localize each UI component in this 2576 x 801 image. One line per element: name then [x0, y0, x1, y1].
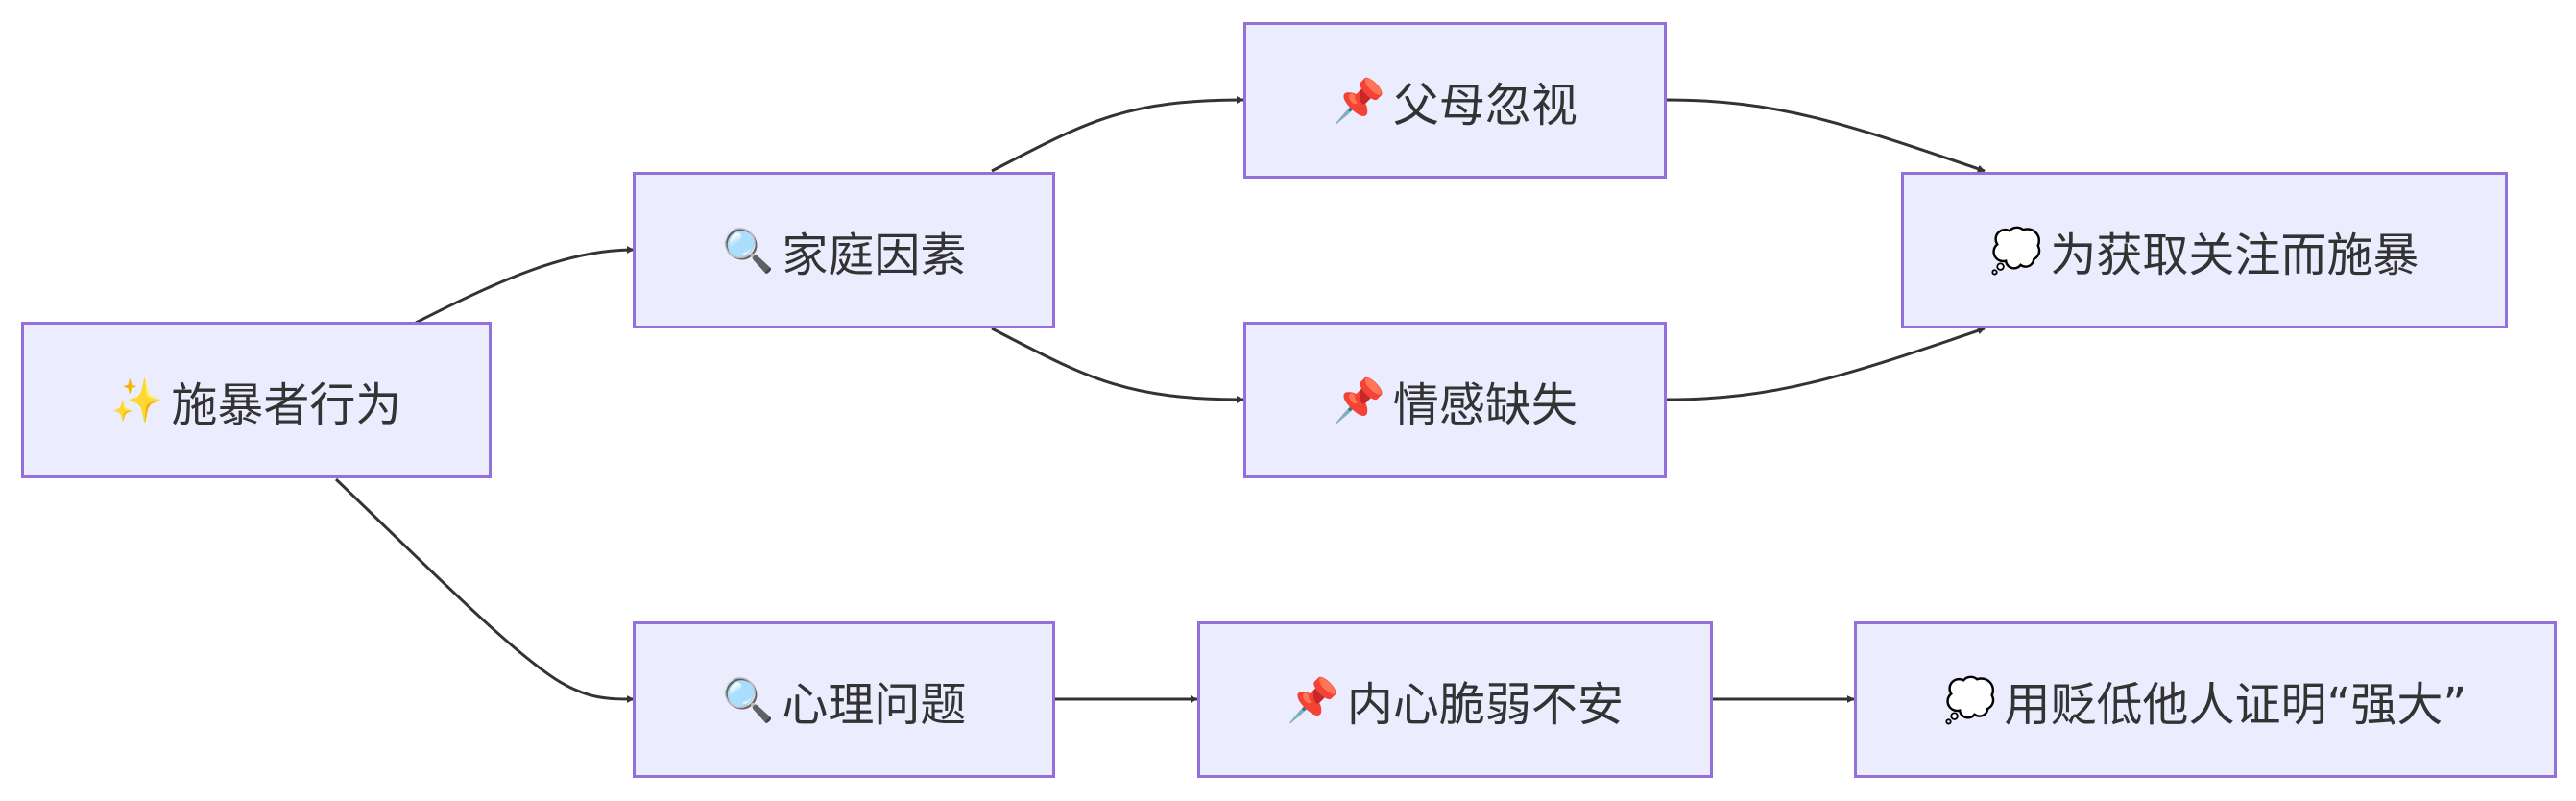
edge-root-to-family — [415, 246, 635, 325]
pushpin-icon: 📌 — [1287, 675, 1339, 725]
node-label: 父母忽视 — [1392, 78, 1577, 133]
speech-bubble-icon: 💭 — [1943, 675, 1997, 725]
magnifier-icon: 🔍 — [721, 226, 775, 276]
node-label: 情感缺失 — [1392, 377, 1577, 432]
edge-root-to-psych — [334, 477, 635, 703]
node-parental-neglect: 📌 父母忽视 — [1243, 22, 1667, 179]
node-label: 内心脆弱不安 — [1346, 677, 1624, 732]
node-label: 为获取关注而施暴 — [2050, 228, 2420, 282]
magnifier-icon: 🔍 — [721, 675, 775, 725]
node-inner-fragility: 📌 内心脆弱不安 — [1197, 621, 1713, 778]
edge-family-to-neglect — [991, 96, 1244, 173]
node-violent-behavior: ✨ 施暴者行为 — [21, 322, 492, 478]
node-label: 心理问题 — [782, 677, 967, 732]
edge-emotion-to-attention — [1665, 327, 1986, 401]
node-label: 用贬低他人证明“强大” — [2004, 677, 2468, 732]
node-label: 施暴者行为 — [171, 377, 402, 432]
node-psychological-issues: 🔍 心理问题 — [633, 621, 1055, 778]
pushpin-icon: 📌 — [1333, 376, 1385, 425]
node-family-factors: 🔍 家庭因素 — [633, 172, 1055, 328]
node-violence-for-attention: 💭 为获取关注而施暴 — [1901, 172, 2508, 328]
edge-family-to-emotion — [991, 327, 1244, 403]
pushpin-icon: 📌 — [1333, 76, 1385, 126]
edge-neglect-to-attention — [1665, 98, 1986, 173]
speech-bubble-icon: 💭 — [1989, 226, 2043, 276]
node-label: 家庭因素 — [782, 228, 967, 282]
node-belittle-others: 💭 用贬低他人证明“强大” — [1854, 621, 2557, 778]
sparkles-icon: ✨ — [110, 376, 164, 425]
node-emotional-deficit: 📌 情感缺失 — [1243, 322, 1667, 478]
